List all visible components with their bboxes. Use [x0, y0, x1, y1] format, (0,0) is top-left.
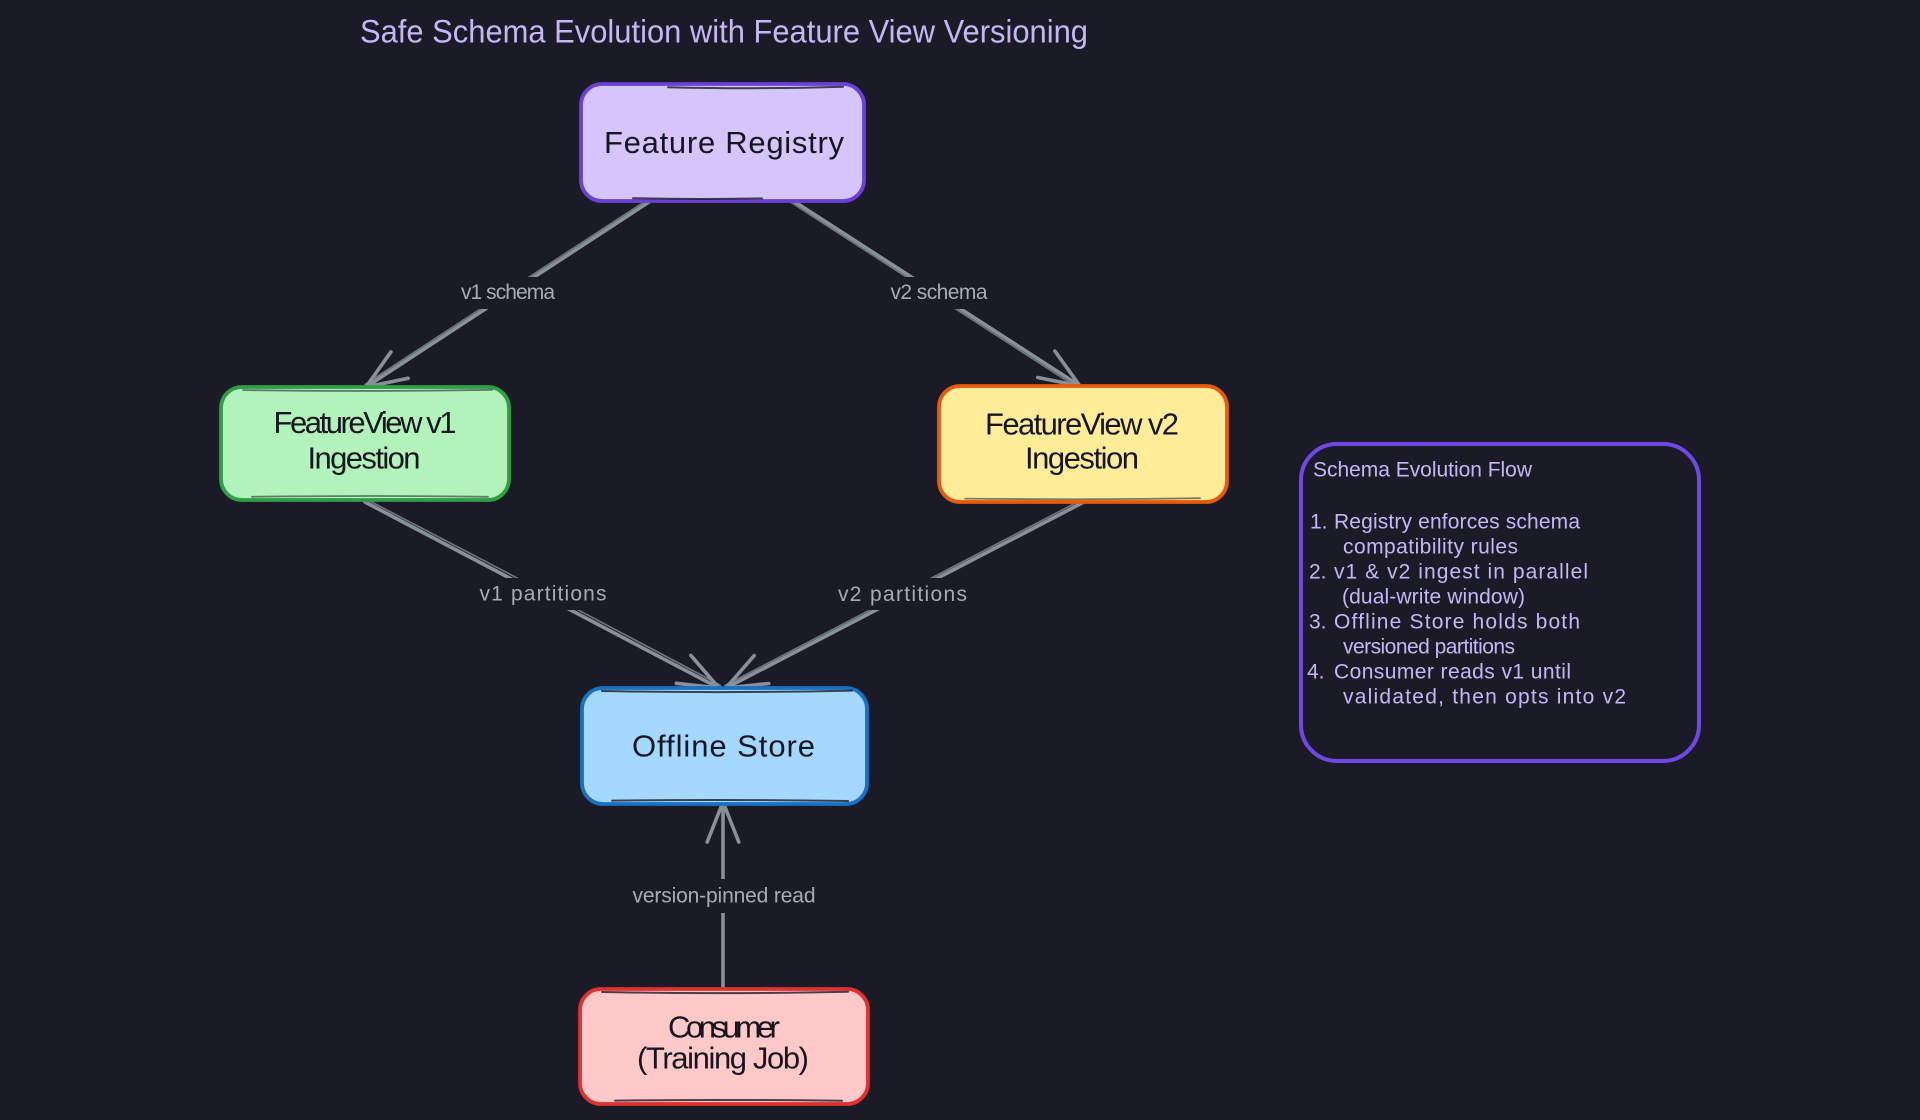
svg-text:version-pinned read: version-pinned read: [633, 885, 816, 908]
svg-text:Schema Evolution Flow: Schema Evolution Flow: [1313, 459, 1533, 482]
svg-text:4.: 4.: [1307, 661, 1325, 684]
svg-text:v1 partitions: v1 partitions: [480, 583, 607, 606]
svg-text:Registry enforces schema: Registry enforces schema: [1334, 511, 1580, 534]
svg-text:Offline Store: Offline Store: [632, 729, 815, 764]
svg-text:Consumer: Consumer: [668, 1010, 780, 1045]
svg-text:(Training Job): (Training Job): [637, 1041, 809, 1076]
svg-text:compatibility rules: compatibility rules: [1343, 536, 1518, 559]
svg-text:Ingestion: Ingestion: [308, 441, 421, 476]
svg-text:(dual-write window): (dual-write window): [1342, 586, 1525, 609]
svg-text:FeatureView v1: FeatureView v1: [274, 405, 457, 440]
svg-text:v1 schema: v1 schema: [461, 281, 555, 304]
svg-text:Ingestion: Ingestion: [1025, 441, 1139, 476]
svg-text:Feature Registry: Feature Registry: [604, 125, 845, 160]
svg-text:v2 schema: v2 schema: [891, 281, 988, 304]
svg-text:v2 partitions: v2 partitions: [838, 583, 967, 606]
svg-text:2.: 2.: [1309, 561, 1327, 584]
svg-text:Safe Schema Evolution with Fea: Safe Schema Evolution with Feature View …: [360, 14, 1088, 50]
svg-text:1.: 1.: [1310, 511, 1328, 534]
svg-text:FeatureView v2: FeatureView v2: [985, 407, 1179, 442]
svg-text:3.: 3.: [1309, 611, 1327, 634]
svg-text:v1 & v2 ingest in parallel: v1 & v2 ingest in parallel: [1334, 561, 1588, 584]
svg-text:Offline Store holds both: Offline Store holds both: [1334, 611, 1580, 634]
svg-text:versioned partitions: versioned partitions: [1343, 636, 1515, 659]
svg-text:validated, then opts into v2: validated, then opts into v2: [1343, 686, 1626, 709]
svg-text:Consumer reads v1 until: Consumer reads v1 until: [1334, 661, 1571, 684]
